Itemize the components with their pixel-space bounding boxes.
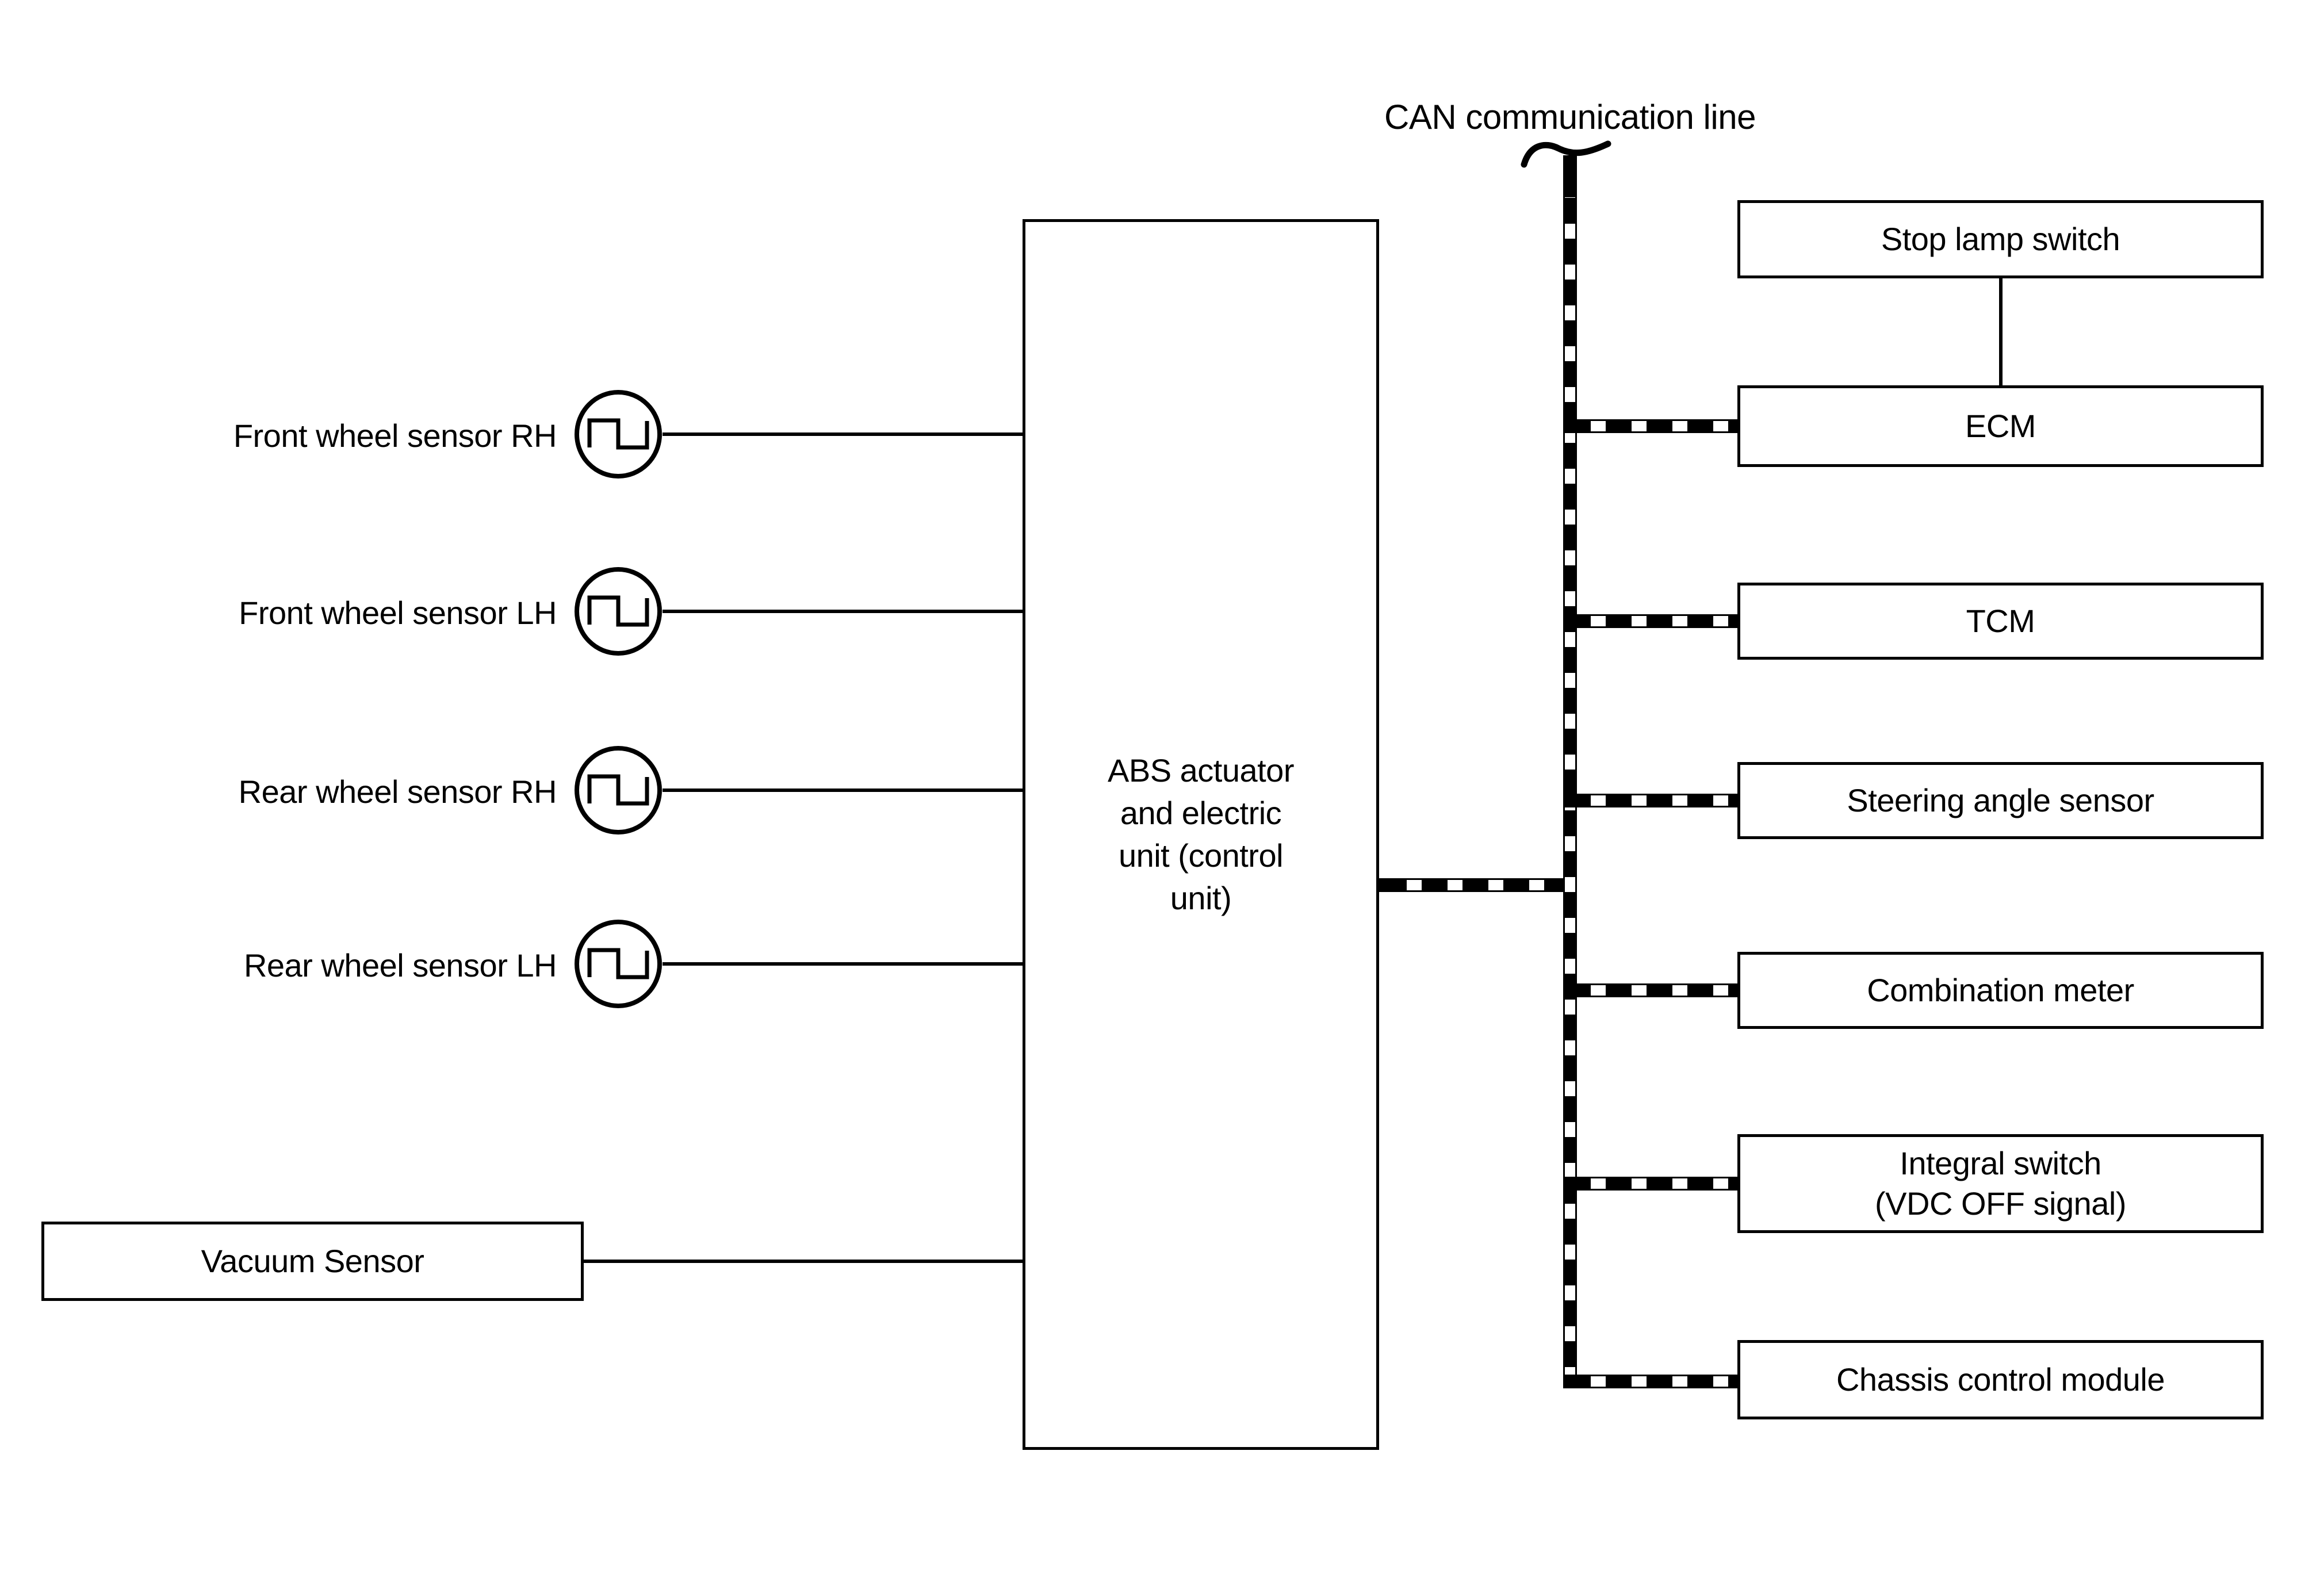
wire-rear-rh-to-abs	[663, 789, 1023, 792]
can-branch-ecm	[1563, 419, 1737, 433]
can-branch-tcm	[1563, 614, 1737, 628]
pulse-signal-icon	[575, 920, 662, 1008]
can-link-abs	[1379, 878, 1577, 892]
pulse-signal-icon	[575, 567, 662, 656]
wire-rear-lh-to-abs	[663, 962, 1023, 966]
ecm-box: ECM	[1737, 385, 2264, 467]
wire-stoplamp-to-ecm	[1999, 278, 2003, 385]
integral-switch-box: Integral switch (VDC OFF signal)	[1737, 1134, 2264, 1233]
vacuum-sensor-box: Vacuum Sensor	[41, 1222, 584, 1301]
wire-front-lh-to-abs	[663, 610, 1023, 613]
integral-switch-label: Integral switch (VDC OFF signal)	[1875, 1145, 2126, 1222]
ecm-label: ECM	[1965, 408, 2036, 444]
vacuum-sensor-label: Vacuum Sensor	[201, 1243, 424, 1279]
steering-angle-sensor-box: Steering angle sensor	[1737, 762, 2264, 839]
sensor-label-front-wheel-rh: Front wheel sensor RH	[233, 418, 557, 454]
can-branch-chassis-control-module	[1563, 1375, 1737, 1388]
chassis-control-module-box: Chassis control module	[1737, 1340, 2264, 1419]
tcm-box: TCM	[1737, 583, 2264, 660]
can-branch-steering-angle-sensor	[1563, 794, 1737, 807]
combination-meter-label: Combination meter	[1867, 972, 2134, 1008]
abs-actuator-label: ABS actuator and electric unit (control …	[1108, 752, 1294, 916]
pulse-signal-icon	[575, 390, 662, 479]
pulse-signal-icon	[575, 746, 662, 835]
steering-angle-sensor-label: Steering angle sensor	[1847, 782, 2154, 818]
abs-actuator-box: ABS actuator and electric unit (control …	[1023, 219, 1379, 1450]
can-branch-integral-switch	[1563, 1177, 1737, 1191]
wire-front-rh-to-abs	[663, 432, 1023, 436]
stop-lamp-switch-label: Stop lamp switch	[1881, 221, 2120, 257]
leader-squiggle-icon	[1521, 140, 1611, 168]
sensor-label-rear-wheel-rh: Rear wheel sensor RH	[238, 774, 557, 810]
sensor-label-rear-wheel-lh: Rear wheel sensor LH	[243, 947, 557, 983]
tcm-label: TCM	[1966, 603, 2035, 639]
can-bus-trunk	[1563, 155, 1577, 1388]
can-branch-combination-meter	[1563, 983, 1737, 997]
can-communication-line-label: CAN communication line	[1384, 98, 1756, 136]
stop-lamp-switch-box: Stop lamp switch	[1737, 200, 2264, 278]
combination-meter-box: Combination meter	[1737, 952, 2264, 1029]
chassis-control-module-label: Chassis control module	[1836, 1361, 2165, 1398]
sensor-label-front-wheel-lh: Front wheel sensor LH	[239, 595, 557, 631]
wire-vacuum-to-abs	[581, 1260, 1023, 1263]
